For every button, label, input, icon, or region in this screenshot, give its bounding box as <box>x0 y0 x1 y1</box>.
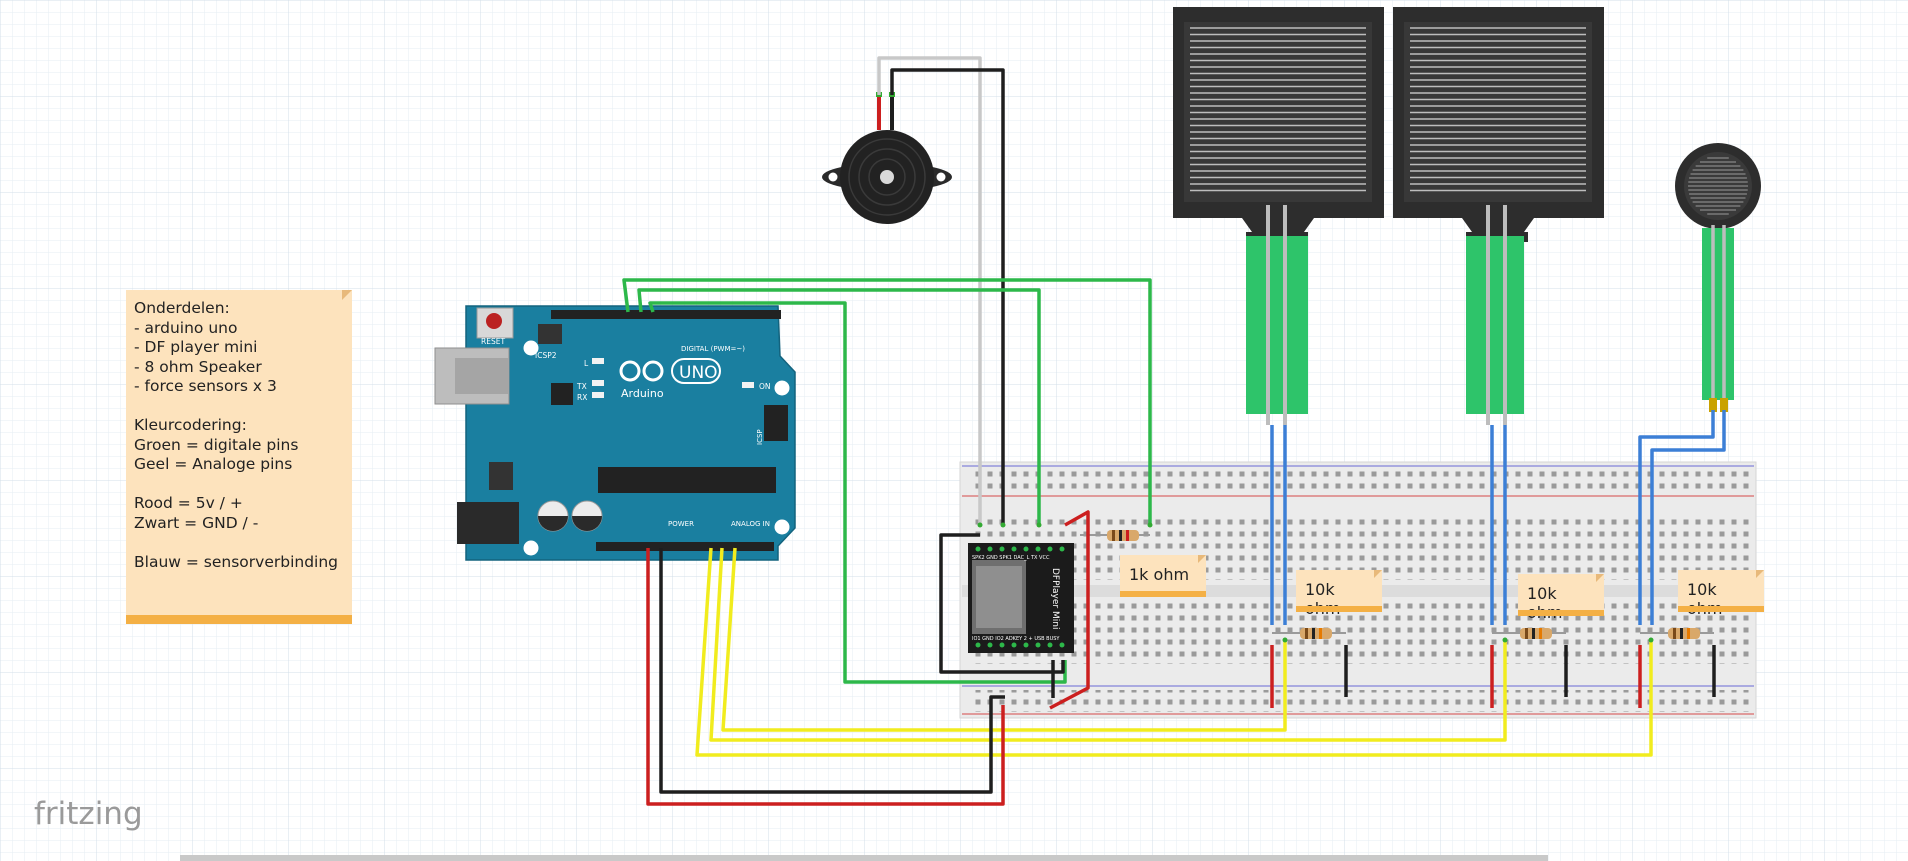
resistor-label-text: 10k ohm <box>1527 584 1563 622</box>
note-line <box>134 475 344 495</box>
fritzing-watermark: fritzing <box>34 796 143 832</box>
tx-label: TX <box>576 382 587 391</box>
label-bar <box>1120 591 1206 597</box>
analog-label: ANALOG IN <box>731 520 770 528</box>
arduino-uno[interactable]: RESET ICSP2 UNO Arduino ON TX RX L DIGIT… <box>434 305 796 561</box>
note-line: Kleurcodering: <box>134 416 247 434</box>
note-fold <box>342 290 352 300</box>
resistor-label-text: 10k ohm <box>1687 580 1723 618</box>
label-fold <box>1198 555 1206 563</box>
atmega-chip <box>598 467 776 493</box>
arduino-brand: Arduino <box>621 387 664 400</box>
arduino-logo <box>619 358 721 384</box>
resistor-10k[interactable] <box>1272 628 1346 639</box>
note-line: Rood = 5v / + <box>134 494 243 512</box>
note-line: Zwart = GND / - <box>134 513 259 532</box>
wire-green[interactable] <box>637 288 1041 525</box>
horizontal-scrollbar[interactable] <box>180 855 1548 861</box>
dfplayer-top-pins: SPK2 GND SPK1 DAC_L TX VCC <box>972 555 1050 561</box>
wire-red[interactable] <box>646 548 1005 806</box>
wire-green[interactable] <box>648 301 1067 684</box>
df-player-mini[interactable]: DFPlayer Mini SPK2 GND SPK1 DAC_L TX VCC… <box>968 543 1074 653</box>
rx-label: RX <box>577 393 587 402</box>
dfplayer-bottom-pins: IO1 GND IO2 ADKEY 2 + USB BUSY <box>972 636 1060 642</box>
wire-blue[interactable] <box>1650 410 1726 625</box>
note-line <box>134 533 344 553</box>
resistor-label-text: 1k ohm <box>1129 565 1190 584</box>
wire-green[interactable] <box>622 278 1152 525</box>
wires <box>622 56 1726 806</box>
force-sensor-square[interactable] <box>1393 7 1604 425</box>
uno-logo-text: UNO <box>679 363 718 383</box>
label-fold <box>1756 570 1764 578</box>
dfplayer-name: DFPlayer Mini <box>1050 568 1060 629</box>
label-bar <box>1296 606 1382 612</box>
icsp-label: ICSP <box>756 429 764 445</box>
speaker[interactable] <box>822 92 952 224</box>
icsp2-label: ICSP2 <box>535 351 557 360</box>
note-line: Geel = Analoge pins <box>134 455 293 473</box>
wire-black[interactable] <box>890 68 1005 525</box>
note-line: Groen = digitale pins <box>134 435 299 454</box>
note-line <box>134 397 344 417</box>
parts-note[interactable]: Onderdelen: - arduino uno - DF player mi… <box>126 290 352 624</box>
resistor-label-10k[interactable]: 10k ohm <box>1678 570 1764 618</box>
power-label: POWER <box>668 520 694 528</box>
resistor-1k[interactable] <box>1080 530 1150 541</box>
label-bar <box>1678 606 1764 612</box>
note-line: - DF player mini <box>134 338 258 356</box>
power-jack <box>457 502 519 544</box>
reset-label: RESET <box>481 337 505 346</box>
label-bar <box>1518 610 1604 616</box>
resistor-label-10k[interactable]: 10k ohm <box>1296 570 1382 618</box>
wire-yellow[interactable] <box>695 547 1653 757</box>
note-line: Onderdelen: <box>134 299 230 317</box>
wire-black[interactable] <box>939 533 1065 674</box>
resistor-label-1k[interactable]: 1k ohm <box>1120 555 1206 597</box>
resistor-10k[interactable] <box>1492 628 1566 639</box>
note-line: - force sensors x 3 <box>134 377 277 395</box>
wire-yellow[interactable] <box>709 547 1507 742</box>
resistor-label-10k[interactable]: 10k ohm <box>1518 574 1604 622</box>
wire-red[interactable] <box>1049 510 1090 710</box>
l-label: L <box>584 359 589 368</box>
resistor-label-text: 10k ohm <box>1305 580 1341 618</box>
force-sensor-square[interactable] <box>1173 7 1384 425</box>
label-fold <box>1374 570 1382 578</box>
wire-blue[interactable] <box>1638 410 1715 625</box>
resistor-10k[interactable] <box>1640 628 1714 639</box>
wire-black[interactable] <box>659 548 1005 794</box>
note-line: Blauw = sensorverbinding <box>134 552 339 571</box>
note-line: - 8 ohm Speaker <box>134 357 262 376</box>
note-line: - arduino uno <box>134 318 238 337</box>
digital-label: DIGITAL (PWM=~) <box>681 345 745 353</box>
on-label: ON <box>759 382 771 391</box>
label-fold <box>1596 574 1604 582</box>
force-sensor-round[interactable] <box>1675 143 1761 412</box>
note-bar <box>126 615 352 624</box>
wire-ends <box>977 522 1654 643</box>
